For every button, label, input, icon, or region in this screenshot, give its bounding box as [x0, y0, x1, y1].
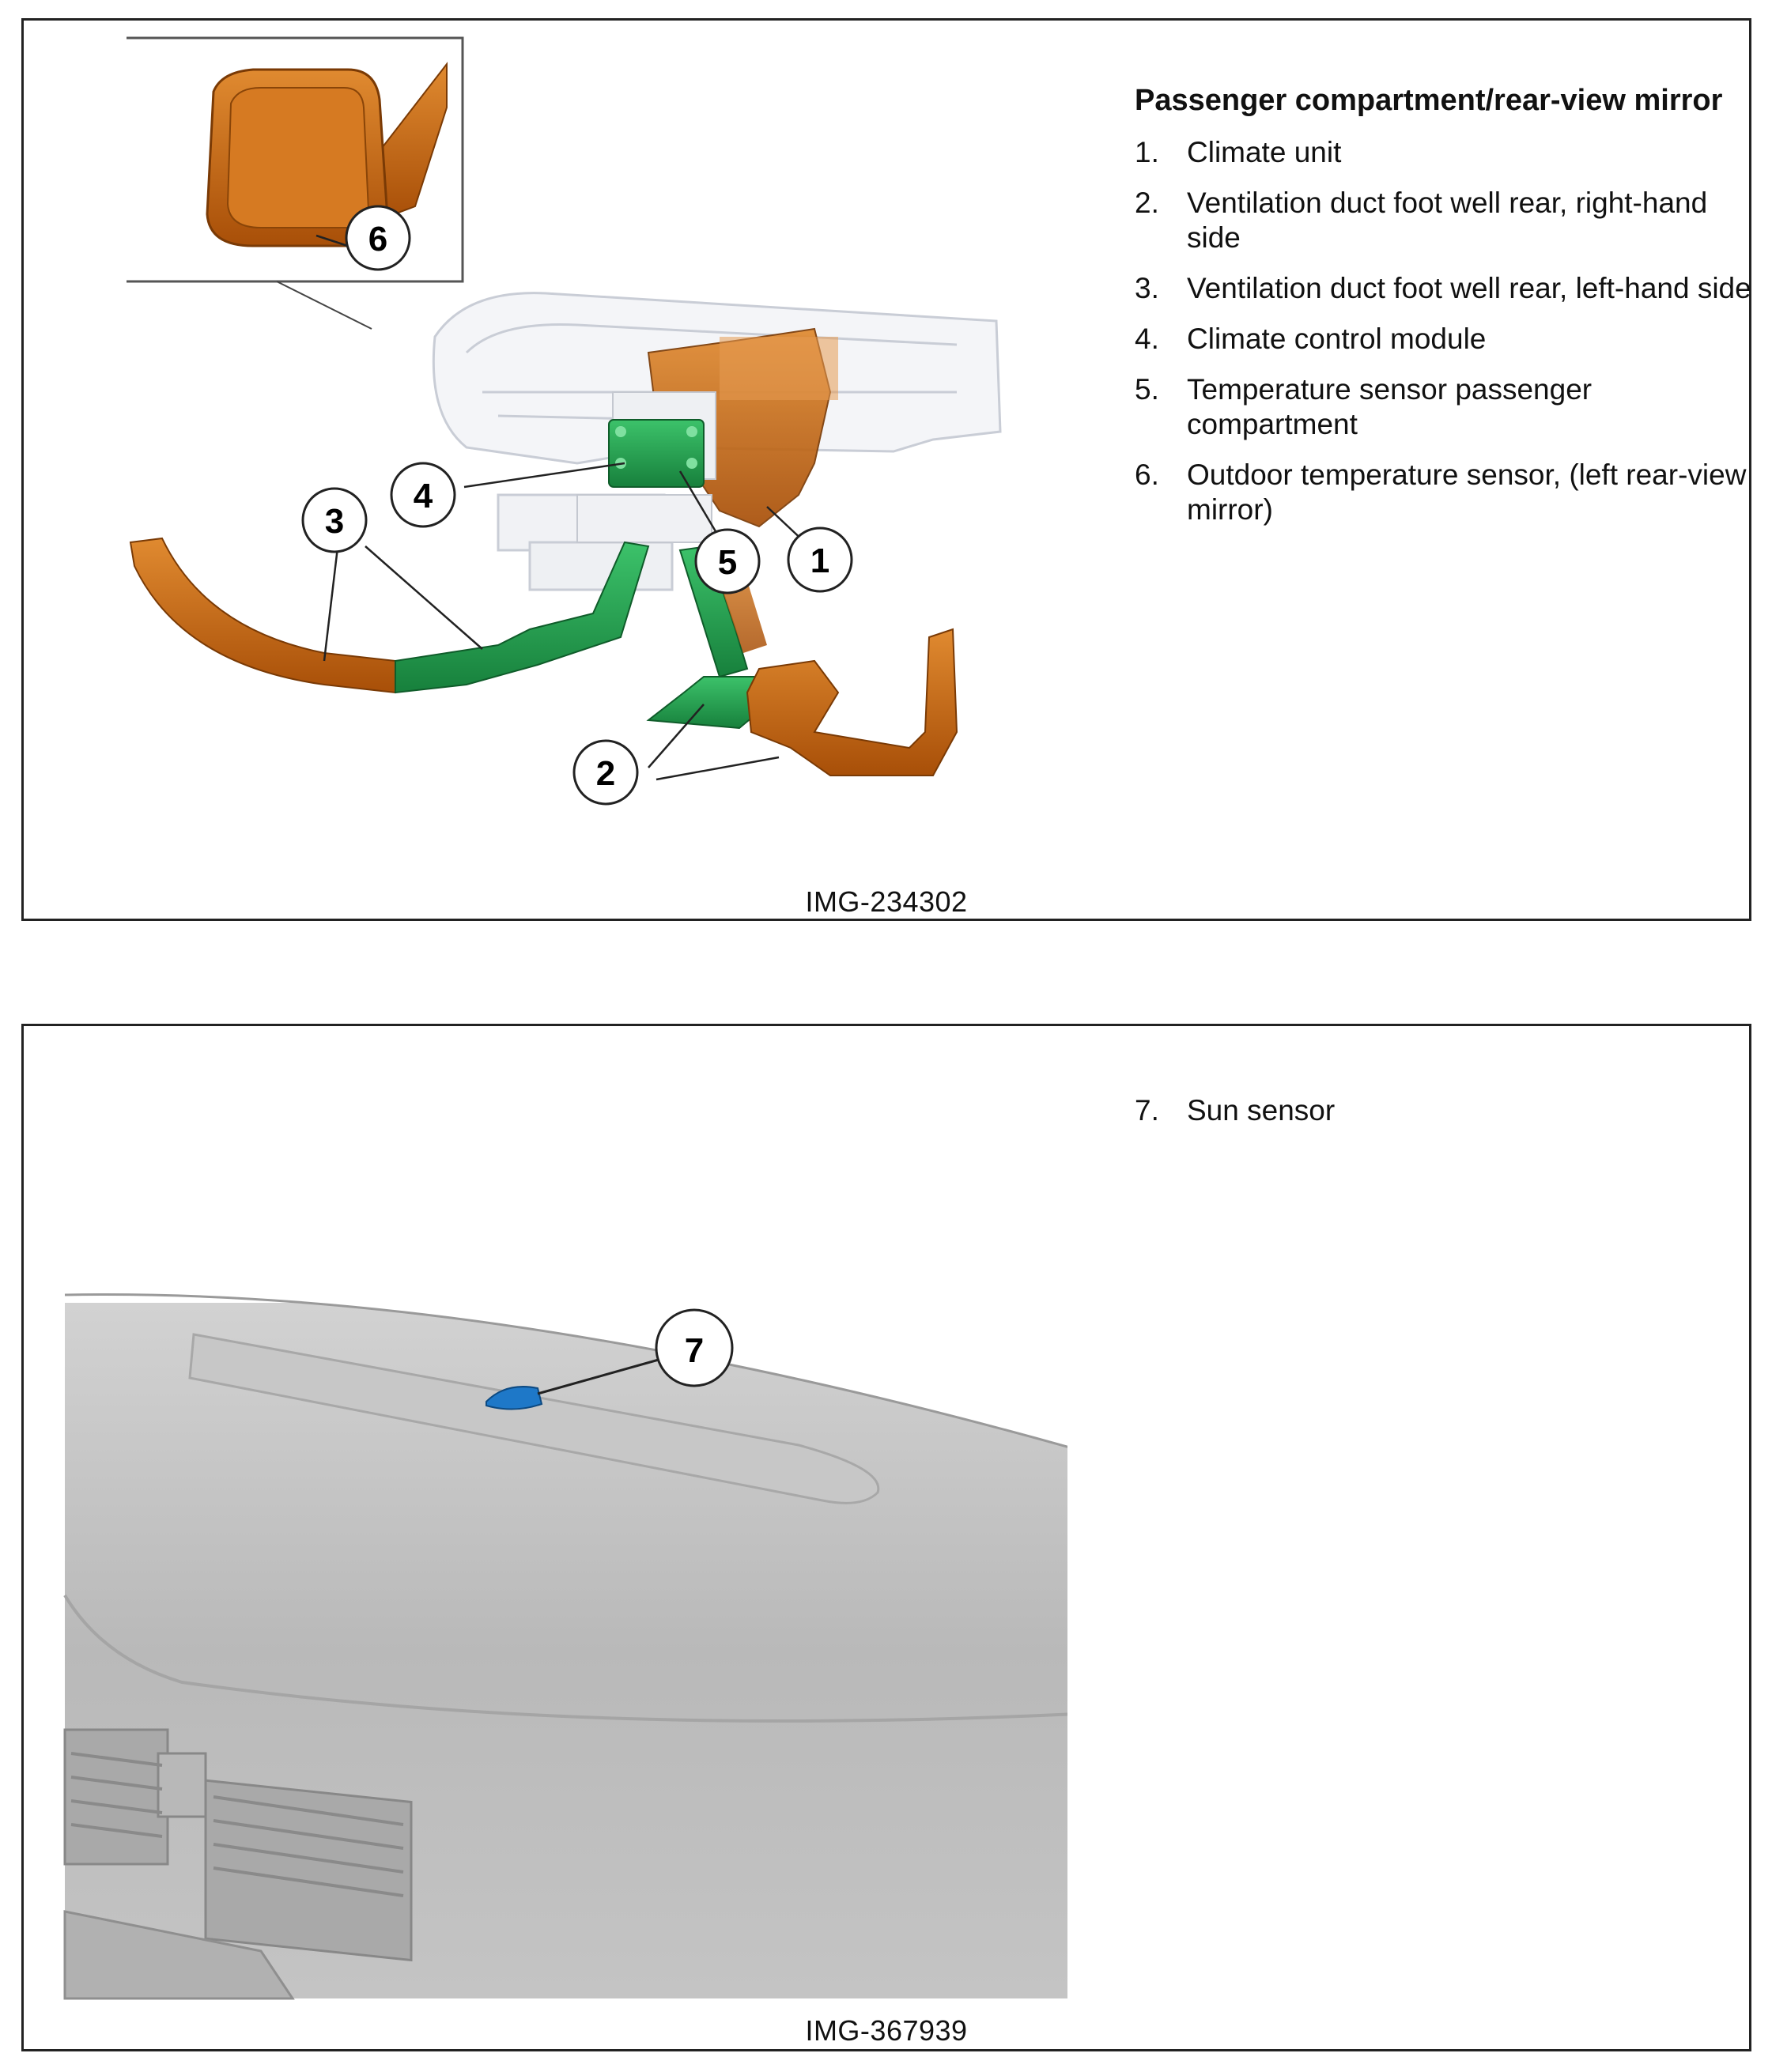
callout-4: 4 — [390, 462, 456, 528]
svg-text:2: 2 — [596, 754, 615, 793]
legend-item: 6.Outdoor temperature sensor, (left rear… — [1135, 459, 1747, 526]
legend-item: 3.Ventilation duct foot well rear, left-… — [1135, 272, 1751, 304]
callout-6: 6 — [345, 205, 411, 271]
mirror-arm-shape — [378, 62, 448, 220]
legend-title: Passenger compartment/rear-view mirror — [1135, 84, 1723, 117]
legend-item: 2.Ventilation duct foot well rear, right… — [1135, 187, 1708, 254]
svg-text:5: 5 — [718, 543, 737, 582]
callout-1: 1 — [787, 526, 853, 593]
legend-item: 5.Temperature sensor passenger compartme… — [1135, 373, 1593, 440]
left-rear-duct-shape — [129, 537, 650, 694]
callout-7: 7 — [655, 1308, 734, 1387]
figure-id-label: IMG-234302 — [805, 885, 968, 918]
legend-list: 1.Climate unit 2.Ventilation duct foot w… — [1135, 135, 1751, 527]
sun-sensor-shape — [486, 1386, 543, 1410]
figure1-legend: Passenger compartment/rear-view mirror 1… — [1135, 84, 1751, 543]
svg-text:3: 3 — [325, 502, 344, 541]
climate-control-module-shape — [576, 391, 716, 543]
climate-unit-shape — [647, 327, 838, 528]
legend-item: 4.Climate control module — [1135, 323, 1487, 355]
figure2-legend: 7.Sun sensor — [1135, 1093, 1751, 1144]
svg-text:7: 7 — [685, 1331, 704, 1370]
right-rear-duct-shape — [646, 542, 958, 776]
legend-item: 1.Climate unit — [1135, 136, 1342, 168]
legend-item: 7.Sun sensor — [1135, 1094, 1336, 1127]
callout-5: 5 — [694, 528, 761, 594]
callout-3: 3 — [301, 487, 368, 553]
legend-list: 7.Sun sensor — [1135, 1093, 1751, 1128]
figure-panel-2: 7 7.Sun sensor IMG-367939 — [21, 1024, 1751, 2051]
svg-text:1: 1 — [810, 542, 829, 580]
defrost-vent-strip — [188, 1333, 880, 1504]
mirror-glass-shape — [226, 87, 370, 228]
svg-text:6: 6 — [368, 220, 387, 259]
dashboard-illustration: 7 — [63, 1293, 1067, 2000]
svg-text:4: 4 — [414, 477, 433, 515]
leader-line-7 — [537, 1357, 665, 1395]
figure-panel-1: 6 4 3 5 1 2 Passenger compartment/rear-v… — [21, 18, 1751, 921]
air-vent-grille — [63, 1728, 413, 2000]
figure-id-label: IMG-367939 — [805, 2014, 968, 2047]
mirror-inset — [127, 36, 464, 330]
callout-2: 2 — [572, 739, 639, 806]
climate-system-illustration: 6 4 3 5 1 2 — [127, 36, 1002, 806]
